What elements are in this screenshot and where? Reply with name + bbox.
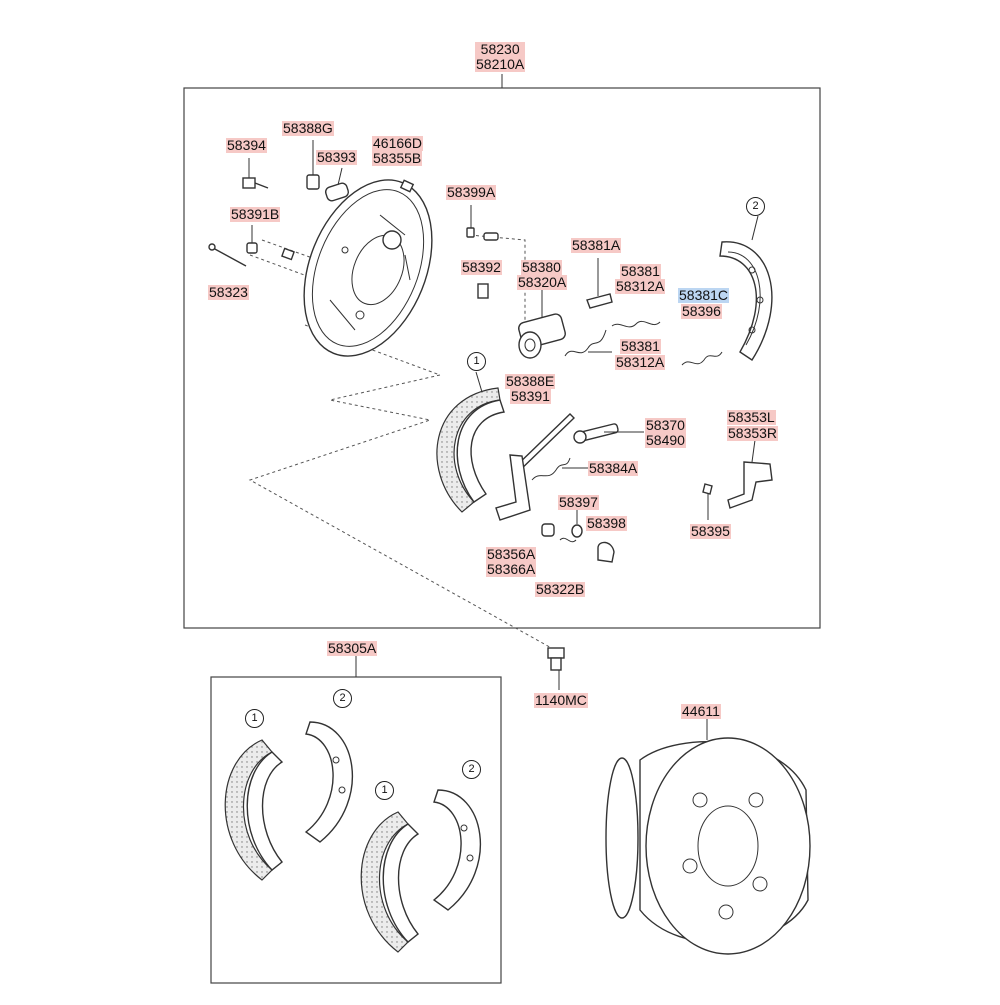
part-label-58356a[interactable]: 58356A [486, 546, 537, 562]
part-label-58394[interactable]: 58394 [226, 137, 267, 153]
plug-58393-icon [324, 167, 350, 202]
callout-kit-b-1: 1 [375, 781, 394, 800]
wheel-cylinder-icon [518, 290, 566, 359]
kit-shoe-set-a-icon [224, 721, 354, 881]
part-label-58388e[interactable]: 58388E [505, 373, 556, 389]
part-label-58355b[interactable]: 58355B [372, 150, 423, 166]
part-label-58398[interactable]: 58398 [586, 515, 627, 531]
cap-58392-icon [477, 283, 489, 299]
part-label-58381-lower[interactable]: 58381 [620, 338, 661, 354]
part-label-58397[interactable]: 58397 [558, 494, 599, 510]
part-label-58312a-lower[interactable]: 58312A [615, 354, 666, 370]
lever-58356a-icon [495, 454, 531, 521]
spring-58396-icon [681, 351, 723, 366]
bolt-1140mc-icon [547, 647, 565, 671]
part-label-58399a[interactable]: 58399A [446, 184, 497, 200]
adjuster-plate-icon [586, 258, 613, 309]
part-label-58381-upper[interactable]: 58381 [620, 263, 661, 279]
callout-shoe-2: 2 [746, 197, 765, 216]
assembly-label-bolt[interactable]: 1140MC [534, 692, 588, 708]
brake-drum-icon [605, 737, 811, 955]
part-label-58312a-upper[interactable]: 58312A [615, 278, 666, 294]
part-label-58395[interactable]: 58395 [690, 523, 731, 539]
backing-plate-icon [303, 179, 433, 357]
part-label-58380[interactable]: 58380 [521, 259, 562, 275]
part-label-58322b[interactable]: 58322B [535, 581, 586, 597]
callout-kit-b-2: 2 [462, 760, 481, 779]
part-label-58391[interactable]: 58391 [510, 388, 551, 404]
bolt-58394-icon [242, 158, 269, 189]
parking-lever-icon [702, 439, 773, 520]
part-label-58393[interactable]: 58393 [316, 149, 357, 165]
part-label-58392[interactable]: 58392 [461, 259, 502, 275]
assembly-label-drum[interactable]: 44611 [681, 703, 721, 719]
assembly-label-kit[interactable]: 58305A [327, 640, 378, 656]
part-label-58323[interactable]: 58323 [208, 284, 249, 300]
part-label-58396[interactable]: 58396 [681, 303, 722, 319]
part-label-58353r[interactable]: 58353R [727, 425, 779, 441]
nut-58388g-icon [306, 140, 320, 190]
callout-shoe-1: 1 [467, 352, 486, 371]
brake-shoe-1-icon [436, 371, 505, 513]
callout-kit-a-2: 2 [333, 689, 352, 708]
part-label-58388g[interactable]: 58388G [282, 120, 334, 136]
adjuster-58370-icon [573, 423, 644, 444]
kit-shoe-set-b-icon [360, 789, 482, 953]
washer-58397-icon [571, 524, 583, 538]
spring-upper-icon [611, 320, 661, 328]
nut-icon [541, 523, 555, 537]
part-label-58490[interactable]: 58490 [645, 432, 686, 448]
bleeder-58399a-icon [466, 205, 499, 241]
brake-shoe-2-icon [719, 215, 773, 361]
assembly-label-line1: 58230 [480, 41, 520, 57]
part-label-58320a[interactable]: 58320A [517, 274, 568, 290]
part-label-58391b[interactable]: 58391B [230, 206, 281, 222]
part-label-58384a[interactable]: 58384A [588, 460, 639, 476]
callout-kit-a-1: 1 [245, 709, 264, 728]
part-label-46166d[interactable]: 46166D [372, 135, 424, 151]
spring-58322b-icon [559, 537, 577, 543]
cap-58398-icon [597, 541, 615, 563]
part-label-58366a[interactable]: 58366A [486, 561, 537, 577]
assembly-label-line2: 58210A [476, 56, 525, 72]
pin-58323-icon [208, 243, 295, 267]
spring-58384a-icon [531, 457, 571, 481]
part-label-58353l[interactable]: 58353L [727, 409, 776, 425]
part-label-58381c[interactable]: 58381C [678, 287, 730, 303]
assembly-label-top[interactable]: 58230 58210A [475, 41, 526, 72]
part-label-58370[interactable]: 58370 [645, 417, 686, 433]
washer-58391b-icon [246, 225, 258, 254]
part-label-58381a[interactable]: 58381A [571, 237, 622, 253]
spring-lower-icon [564, 329, 607, 357]
